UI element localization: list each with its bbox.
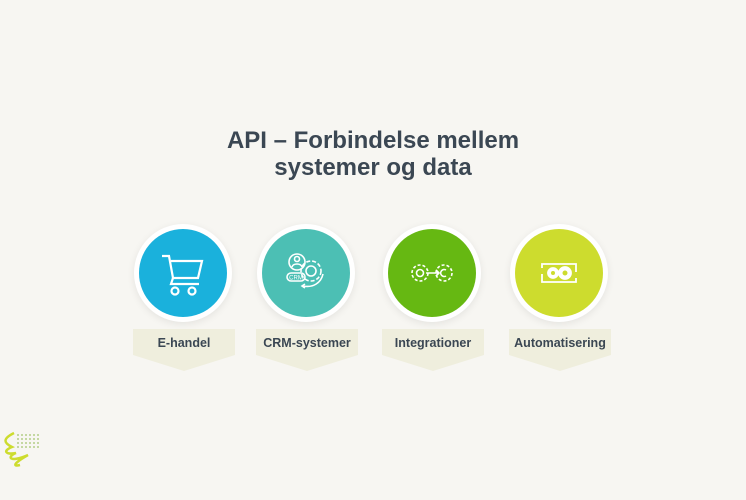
item-label: Integrationer <box>394 336 472 350</box>
item-label: CRM-systemer <box>263 336 351 350</box>
gears-connect-icon <box>388 229 476 317</box>
shopping-cart-icon <box>139 229 227 317</box>
page-title: API – Forbindelse mellem systemer og dat… <box>0 127 746 181</box>
item-label: Automatisering <box>514 336 606 350</box>
crm-gear-icon: CRM <box>262 229 350 317</box>
svg-text:CRM: CRM <box>289 276 303 282</box>
automation-gears-icon <box>515 229 603 317</box>
item-crm-systemer: CRM CRM-systemer <box>244 222 368 372</box>
item-integrationer: Integrationer <box>370 222 494 372</box>
item-automatisering: Automatisering <box>497 222 621 372</box>
decorative-squiggle-icon <box>4 431 39 467</box>
title-line-2: systemer og data <box>274 154 472 181</box>
item-label: E-handel <box>157 336 211 350</box>
item-e-handel: E-handel <box>121 222 245 372</box>
title-line-1: API – Forbindelse mellem <box>226 127 520 154</box>
